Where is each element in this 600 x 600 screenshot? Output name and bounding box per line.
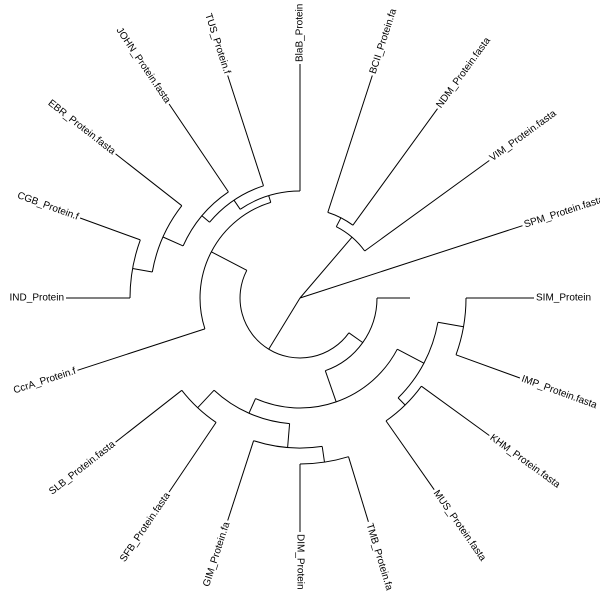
tip-branch xyxy=(168,103,229,193)
tip-branch xyxy=(227,75,264,186)
tip-label-gim: GIM_Protein.fa xyxy=(201,520,232,588)
internal-branch xyxy=(437,321,464,328)
tip-label-ebr: EBR_Protein.fasta xyxy=(46,98,118,158)
tip-branch xyxy=(79,217,141,241)
tip-branch xyxy=(348,456,369,522)
tip-branch xyxy=(385,420,435,490)
tip-branch xyxy=(364,160,490,252)
internal-branch xyxy=(132,268,153,273)
tree-branches xyxy=(66,64,534,532)
internal-branch xyxy=(190,328,206,334)
internal-branch xyxy=(397,397,406,406)
tip-label-spm: SPM_Protein.fasta xyxy=(523,194,600,230)
branch-arc xyxy=(151,205,183,273)
branch-arc xyxy=(336,226,366,252)
internal-branch xyxy=(248,398,256,414)
tip-branch xyxy=(421,385,490,436)
internal-branch xyxy=(348,332,364,344)
branch-arc xyxy=(385,385,422,422)
tip-label-imp: IMP_Protein.fasta xyxy=(520,374,599,412)
branch-arc xyxy=(299,456,349,465)
branch-arc xyxy=(325,297,378,372)
branch-arc xyxy=(209,185,264,223)
tip-branch xyxy=(77,333,191,371)
tip-label-ndm: NDM_Protein.fasta xyxy=(434,35,493,110)
internal-branch xyxy=(268,195,272,203)
branch-arc xyxy=(182,191,229,247)
tip-label-khm: KHM_Protein.fasta xyxy=(488,432,563,490)
internal-branch xyxy=(299,236,353,299)
tip-label-bci: BCII_Protein.fa xyxy=(368,7,400,75)
tip-branch xyxy=(327,75,373,213)
internal-branch xyxy=(233,199,241,210)
tip-branch xyxy=(115,153,183,207)
tip-branch xyxy=(299,225,523,299)
tip-branch xyxy=(115,389,183,443)
tip-branch xyxy=(352,108,438,226)
internal-branch xyxy=(162,236,184,247)
tip-branch xyxy=(455,354,521,379)
internal-branch xyxy=(268,297,301,350)
tip-label-ind: IND_Protein xyxy=(10,293,64,304)
tip-label-cgb: CGB_Protein.f xyxy=(16,190,81,222)
branch-arc xyxy=(129,239,141,299)
tip-label-tmb: TMB_Protein.fa xyxy=(364,522,395,592)
branch-arc xyxy=(255,348,398,409)
branch-arc xyxy=(199,201,271,330)
branch-arc xyxy=(181,389,217,423)
branch-arc xyxy=(239,190,301,210)
internal-branch xyxy=(201,215,210,223)
tip-branch xyxy=(227,440,255,521)
tip-label-cra: CcrA_Protein.f xyxy=(12,366,77,397)
branch-arc xyxy=(397,322,439,399)
internal-branch xyxy=(287,423,291,448)
tip-label-bla: BlaB_Protein xyxy=(295,4,306,62)
tip-label-jon: JOHN_Protein.fasta xyxy=(114,26,173,106)
branch-arc xyxy=(213,389,290,425)
internal-branch xyxy=(321,446,325,463)
internal-branch xyxy=(335,217,342,227)
tip-label-slb: SLB_Protein.fasta xyxy=(47,439,118,498)
tip-label-dim: DIM_Protein xyxy=(294,534,305,590)
branch-arc xyxy=(253,440,323,449)
branch-arc xyxy=(239,270,350,359)
tip-label-mus: MUS_Protein.fasta xyxy=(431,488,488,563)
internal-branch xyxy=(397,348,425,364)
tip-label-sfb: SFB_Protein.fasta xyxy=(118,490,173,564)
tip-label-vim: VIM_Protein.fasta xyxy=(488,108,559,164)
branch-arc xyxy=(455,297,467,355)
internal-branch xyxy=(197,389,215,409)
tip-branch xyxy=(168,422,217,493)
internal-branch xyxy=(324,370,337,403)
tip-label-sim: SIM_Protein xyxy=(536,293,591,304)
internal-branch xyxy=(211,251,248,271)
tip-label-tus: TUS_Protein.f xyxy=(202,12,232,75)
